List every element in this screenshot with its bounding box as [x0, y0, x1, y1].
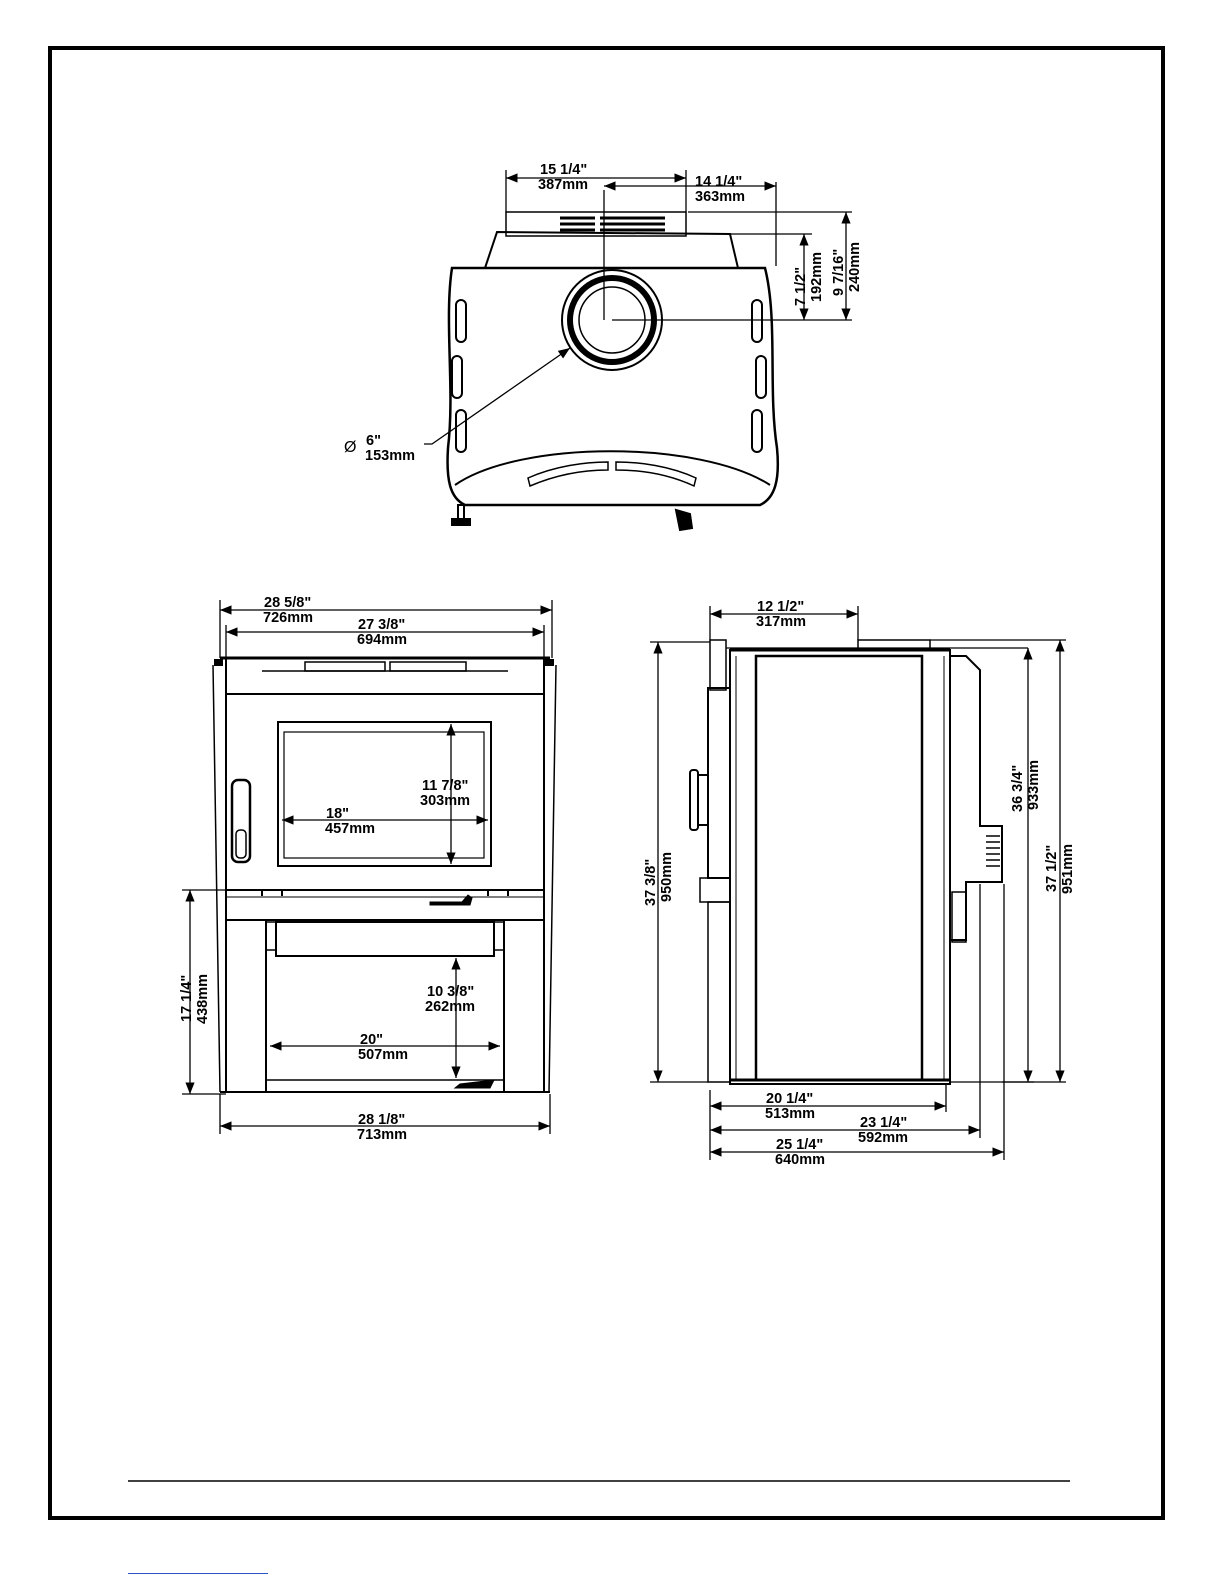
- top-depth1-in: 7 1/2": [793, 267, 809, 306]
- side-rear-grille: [986, 836, 1000, 866]
- flue-diameter-in: 6": [366, 433, 381, 449]
- side-top-mm: 317mm: [756, 614, 806, 630]
- front-door-handle: [232, 780, 250, 862]
- front-door: [226, 694, 544, 890]
- flue-diameter-mm: 153mm: [365, 448, 415, 464]
- front-view: [213, 658, 556, 1092]
- glass-height-in: 11 7/8": [422, 778, 468, 794]
- side-door-handle: [690, 770, 698, 830]
- side-rear-box: [950, 656, 1002, 940]
- side-mid-depth-mm: 592mm: [858, 1130, 908, 1146]
- footer-link-underline[interactable]: [128, 1573, 268, 1574]
- leg-height-mm: 438mm: [195, 974, 211, 1024]
- top-offset-mm: 363mm: [695, 189, 745, 205]
- side-mid-depth-in: 23 1/4": [860, 1115, 907, 1131]
- front-leg-left: [226, 920, 266, 1092]
- side-top-in: 12 1/2": [757, 599, 804, 615]
- base-width-mm: 713mm: [357, 1127, 407, 1143]
- top-view-dimensions: [424, 170, 852, 444]
- top-width-in: 15 1/4": [540, 162, 587, 178]
- side-top-cap-front: [710, 640, 726, 690]
- front-ash-drawer: [276, 922, 494, 956]
- side-outer-height-mm: 951mm: [1060, 844, 1076, 894]
- glass-width-mm: 457mm: [325, 821, 375, 837]
- side-inner-height-mm: 933mm: [1026, 760, 1042, 810]
- base-width-in: 28 1/8": [358, 1112, 405, 1128]
- front-top-plate-in: 27 3/8": [358, 617, 405, 633]
- top-view-front-arc: [455, 451, 770, 485]
- side-body: [730, 650, 950, 1084]
- side-height-mm: 950mm: [659, 852, 675, 902]
- top-depth2-mm: 240mm: [847, 242, 863, 292]
- side-height-in: 37 3/8": [643, 859, 659, 906]
- side-view: [690, 640, 1028, 1084]
- top-view-side-slots: [452, 300, 766, 452]
- top-depth1-mm: 192mm: [809, 252, 825, 302]
- side-full-depth-mm: 640mm: [775, 1152, 825, 1168]
- side-body-depth-in: 20 1/4": [766, 1091, 813, 1107]
- side-inner-height-in: 36 3/4": [1010, 765, 1026, 812]
- glass-width-in: 18": [326, 806, 349, 822]
- top-depth2-in: 9 7/16": [831, 249, 847, 296]
- top-width-mm: 387mm: [538, 177, 588, 193]
- side-full-depth-in: 25 1/4": [776, 1137, 823, 1153]
- top-view-foot-left-pad: [452, 519, 470, 525]
- side-body-depth-mm: 513mm: [765, 1106, 815, 1122]
- side-door: [708, 688, 730, 878]
- top-view-vent-slots: [560, 218, 665, 230]
- ash-height-mm: 262mm: [425, 999, 475, 1015]
- front-top-plate-mm: 694mm: [357, 632, 407, 648]
- top-view-damper-handle: [676, 510, 692, 530]
- ash-width-mm: 507mm: [358, 1047, 408, 1063]
- top-view-rear-shroud: [485, 232, 738, 268]
- top-view-body: [448, 268, 778, 505]
- ash-width-in: 20": [360, 1032, 383, 1048]
- front-ash-band: [226, 890, 544, 920]
- leg-height-in: 17 1/4": [179, 975, 195, 1022]
- ash-height-in: 10 3/8": [427, 984, 474, 1000]
- top-view-front-slot-right: [616, 462, 696, 486]
- side-panel: [756, 656, 922, 1080]
- front-leg-right: [504, 920, 544, 1092]
- side-leg-front: [708, 902, 730, 1082]
- side-view-dimensions: [650, 606, 1066, 1160]
- top-view-front-slot-left: [528, 462, 608, 486]
- top-view: [448, 212, 778, 530]
- top-offset-in: 14 1/4": [695, 174, 742, 190]
- glass-height-mm: 303mm: [420, 793, 470, 809]
- front-overall-in: 28 5/8": [264, 595, 311, 611]
- front-overall-mm: 726mm: [263, 610, 313, 626]
- side-outer-height-in: 37 1/2": [1044, 845, 1060, 892]
- flue-diameter-symbol: Ø: [344, 439, 356, 456]
